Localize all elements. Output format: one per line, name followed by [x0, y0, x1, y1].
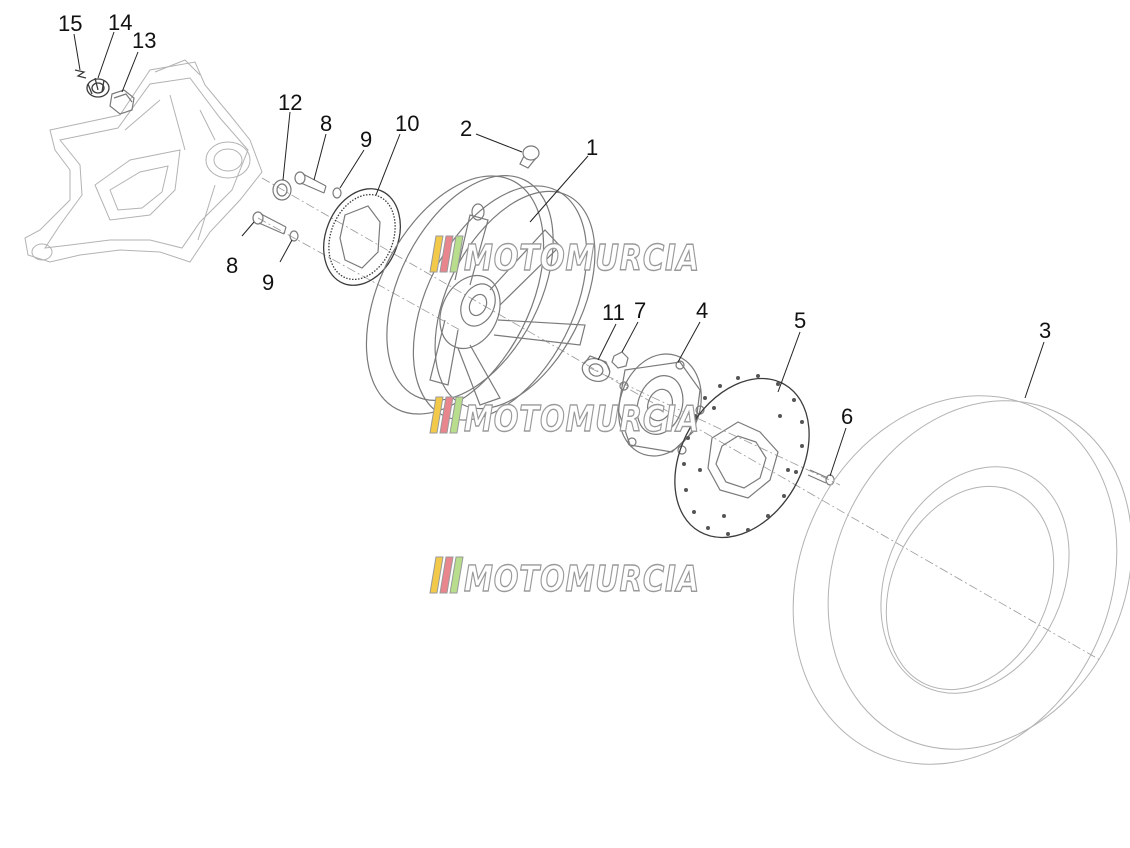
watermark-2: MOTOMURCIA — [429, 396, 700, 441]
watermark-stripe-green — [449, 396, 464, 434]
watermark-stripe-pink — [439, 396, 454, 434]
washer-part-9-upper — [332, 187, 342, 199]
nut-part-7 — [611, 351, 629, 369]
tyre-part-3 — [792, 395, 1130, 765]
leader-lines — [73, 31, 1045, 477]
watermark-text: MOTOMURCIA — [464, 559, 700, 600]
callout-2: 2 — [460, 116, 472, 141]
callout-5: 5 — [794, 308, 806, 333]
callout-6: 6 — [841, 404, 853, 429]
watermark-1: MOTOMURCIA — [429, 235, 700, 280]
watermark-stripe-pink — [439, 235, 454, 273]
watermark-stripes — [429, 556, 464, 594]
spacer-part-12 — [272, 179, 292, 201]
watermark-stripe-yellow — [429, 556, 444, 594]
washer-part-9-lower — [289, 230, 299, 242]
callout-4: 4 — [696, 298, 708, 323]
callout-9-lower: 9 — [262, 270, 274, 295]
bolt-part-8-upper — [294, 171, 327, 194]
watermark-stripes — [429, 235, 464, 273]
abs-tone-ring-part-10 — [323, 188, 401, 286]
callout-8-lower: 8 — [226, 253, 238, 278]
callout-14: 14 — [108, 10, 132, 35]
watermark-stripe-yellow — [429, 396, 444, 434]
bolt-part-8-lower — [252, 211, 287, 235]
watermark-3: MOTOMURCIA — [429, 556, 700, 601]
castle-nut-part-14 — [86, 77, 110, 98]
callout-13: 13 — [132, 28, 156, 53]
assembly-axis-lines — [257, 177, 1101, 661]
bushing-part-11 — [581, 355, 611, 382]
watermark-text: MOTOMURCIA — [464, 399, 700, 440]
callout-labels: 15 14 13 12 8 9 10 2 1 8 9 11 7 4 5 3 6 — [58, 10, 1051, 429]
callout-7: 7 — [634, 298, 646, 323]
watermark-stripes — [429, 396, 464, 434]
callout-10: 10 — [395, 111, 419, 136]
callout-1: 1 — [586, 135, 598, 160]
callout-11: 11 — [602, 300, 625, 325]
watermark-stripe-green — [449, 556, 464, 594]
valve-part-2 — [519, 145, 540, 169]
callout-12: 12 — [278, 90, 302, 115]
watermark-stripe-green — [449, 235, 464, 273]
watermark-stripe-pink — [439, 556, 454, 594]
callout-9-upper: 9 — [360, 127, 372, 152]
clip-part-15 — [74, 69, 87, 79]
callout-3: 3 — [1039, 318, 1051, 343]
callout-15: 15 — [58, 11, 82, 36]
watermark-text: MOTOMURCIA — [464, 238, 700, 279]
brake-disc-part-5 — [674, 374, 810, 539]
swingarm-frame — [24, 59, 263, 263]
watermark-stripe-yellow — [429, 235, 444, 273]
callout-8-upper: 8 — [320, 111, 332, 136]
nut-part-13 — [109, 89, 135, 115]
